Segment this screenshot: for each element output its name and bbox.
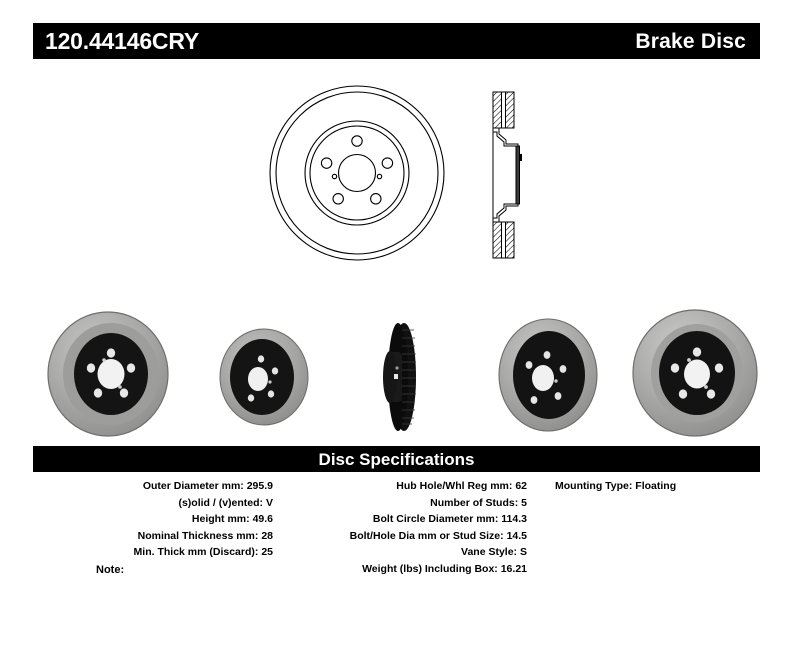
spec-value-solid-vented: V (265, 496, 273, 509)
disc-specifications-box: Disc Specifications Outer Diameter mm: 2… (33, 446, 760, 636)
spec-label-number-of-studs: Number of Studs: (430, 496, 519, 509)
spec-value-weight: 16.21 (500, 562, 527, 575)
part-number: 120.44146CRY (45, 27, 200, 54)
spec-column-right: Mounting Type: Floating (527, 472, 760, 495)
product-photo-rotor-angled-front (44, 310, 172, 438)
product-photo-rotor-edge-on (374, 322, 418, 432)
spec-row-solid-vented: (s)olid / (v)ented: V (33, 495, 273, 512)
note-label: Note: (96, 564, 125, 576)
spec-value-number-of-studs: 5 (521, 496, 527, 509)
spec-row-hub-hole: Hub Hole/Whl Reg mm: 62 (279, 478, 527, 495)
spec-label-bolt-circle-diameter: Bolt Circle Diameter mm: (372, 513, 499, 525)
spec-row-bolt-hole-dia: Bolt/Hole Dia mm or Stud Size: 14.5 (279, 528, 527, 545)
spec-label-outer-diameter: Outer Diameter mm: (142, 480, 244, 492)
spec-label-mounting-type: Mounting Type: (555, 480, 633, 492)
product-photo-rotor-angled-small (213, 326, 315, 428)
spec-row-nominal-thickness: Nominal Thickness mm: 28 (33, 528, 273, 545)
spec-label-bolt-hole-dia: Bolt/Hole Dia mm or Stud Size: (349, 529, 504, 542)
spec-row-weight: Weight (lbs) Including Box: 16.21 (279, 561, 527, 578)
spec-value-nominal-thickness: 28 (261, 529, 273, 542)
spec-label-weight: Weight (lbs) Including Box: (362, 562, 498, 575)
spec-value-min-thickness: 25 (261, 546, 273, 558)
spec-value-bolt-hole-dia: 14.5 (506, 529, 527, 542)
spec-row-number-of-studs: Number of Studs: 5 (279, 495, 527, 512)
spec-label-min-thickness: Min. Thick mm (Discard): (133, 546, 259, 558)
product-photo-row (0, 300, 800, 445)
brake-disc-face-drawing-icon (268, 84, 446, 262)
note-row: Note: (33, 564, 760, 576)
spec-label-vane-style: Vane Style: (461, 546, 518, 558)
spec-title-bar: Disc Specifications (33, 446, 760, 472)
spec-label-hub-hole: Hub Hole/Whl Reg mm: (396, 480, 513, 492)
spec-label-nominal-thickness: Nominal Thickness mm: (137, 529, 259, 542)
product-photo-rotor-front-face (630, 308, 760, 438)
spec-value-outer-diameter: 295.9 (246, 480, 273, 492)
product-photo-rotor-angled-right (492, 316, 604, 434)
spec-row-height: Height mm: 49.6 (33, 511, 273, 528)
spec-label-solid-vented: (s)olid / (v)ented: (178, 496, 264, 509)
spec-row-vane-style: Vane Style: S (279, 544, 527, 561)
brake-disc-cross-section-drawing-icon (480, 86, 536, 264)
spec-column-left: Outer Diameter mm: 295.9 (s)olid / (v)en… (33, 472, 273, 561)
spec-label-height: Height mm: (191, 513, 250, 525)
spec-row-bolt-circle-diameter: Bolt Circle Diameter mm: 114.3 (279, 511, 527, 528)
spec-value-vane-style: S (519, 546, 527, 558)
spec-row-mounting-type: Mounting Type: Floating (555, 478, 760, 495)
technical-drawings-area (0, 66, 800, 281)
spec-value-height: 49.6 (252, 513, 273, 525)
spec-column-middle: Hub Hole/Whl Reg mm: 62 Number of Studs:… (273, 472, 527, 577)
spec-value-mounting-type: Floating (635, 480, 677, 492)
product-type-label: Brake Disc (635, 29, 746, 53)
spec-title: Disc Specifications (318, 449, 475, 469)
spec-value-hub-hole: 62 (515, 480, 527, 492)
header-banner: 120.44146CRY Brake Disc (33, 23, 760, 59)
spec-columns: Outer Diameter mm: 295.9 (s)olid / (v)en… (33, 472, 760, 577)
spec-row-outer-diameter: Outer Diameter mm: 295.9 (33, 478, 273, 495)
spec-row-min-thickness: Min. Thick mm (Discard): 25 (33, 544, 273, 561)
spec-value-bolt-circle-diameter: 114.3 (501, 513, 527, 525)
